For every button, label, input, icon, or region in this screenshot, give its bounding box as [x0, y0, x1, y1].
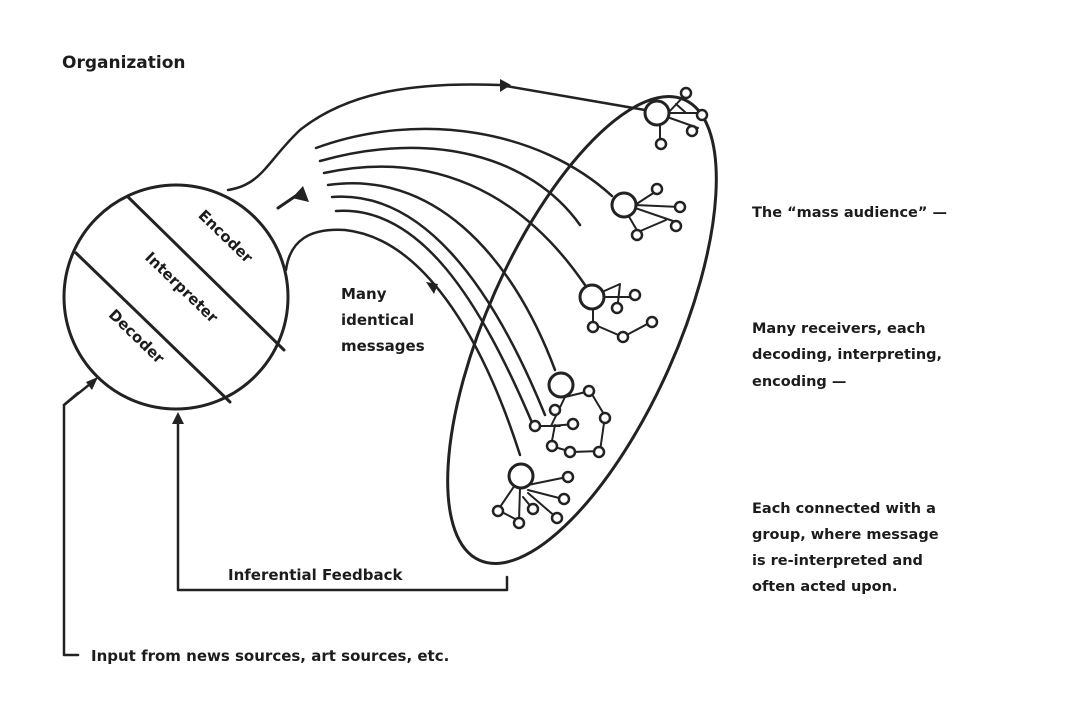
messages-label-line-1: Many — [341, 285, 387, 303]
groups-note-line-1: Each connected with a — [752, 501, 936, 517]
receiver-node — [507, 462, 535, 490]
group-member-node — [685, 124, 699, 138]
message-line — [326, 182, 557, 372]
arrowhead-icon — [172, 412, 184, 424]
group-member-node — [550, 511, 564, 525]
message-line — [322, 165, 587, 287]
group-member-node — [650, 182, 664, 196]
receivers-note-line-1: Many receivers, each — [752, 321, 926, 337]
arrowhead-icon — [292, 186, 309, 202]
message-line — [318, 146, 582, 227]
message-line — [334, 209, 535, 427]
bottom-message-path — [284, 228, 522, 457]
receiver-3 — [578, 283, 659, 344]
arrowhead-icon — [86, 377, 98, 390]
group-member-node — [654, 137, 668, 151]
receiver-node — [578, 283, 606, 311]
receivers-note-line-3: encoding — — [752, 374, 846, 390]
group-member-node — [628, 288, 642, 302]
messages-label-line-2: identical — [341, 311, 414, 329]
groups-note-line-4: often acted upon. — [752, 579, 897, 595]
group-member-node — [563, 445, 577, 459]
group-member-node — [545, 439, 559, 453]
interpreter-label: Interpreter — [141, 248, 222, 327]
group-member-node — [561, 470, 575, 484]
arrowhead-icon — [426, 282, 438, 294]
group-member-node — [557, 492, 571, 506]
receiver-node — [643, 99, 671, 127]
message-line — [314, 127, 614, 198]
group-member-node — [592, 445, 606, 459]
receiver-4 — [528, 371, 612, 459]
message-bundle — [314, 127, 614, 427]
groups-note-line-2: group, where message — [752, 527, 939, 543]
messages-label-line-3: messages — [341, 337, 425, 355]
top-message-path — [226, 83, 647, 192]
group-member-node — [695, 108, 709, 122]
group-member-node — [610, 301, 624, 315]
receiver-1 — [643, 86, 709, 151]
source-circle — [62, 183, 290, 411]
input-path — [62, 391, 80, 657]
encoder-label: Encoder — [195, 206, 257, 267]
diagram-title: Organization — [62, 53, 186, 73]
group-member-node — [586, 320, 600, 334]
group-member-node — [491, 504, 505, 518]
group-member-node — [630, 228, 644, 242]
group-member-node — [512, 516, 526, 530]
feedback-path — [176, 418, 509, 592]
receiver-node — [610, 191, 638, 219]
decoder-label: Decoder — [105, 306, 168, 368]
receiver-2 — [610, 182, 687, 242]
receivers-note-line-2: decoding, interpreting, — [752, 347, 942, 363]
group-member-node — [526, 502, 540, 516]
groups-note-line-3: is re-interpreted and — [752, 553, 923, 569]
group-member-node — [598, 411, 612, 425]
encoder-divider — [126, 195, 286, 352]
group-member-node — [528, 419, 542, 433]
group-member-node — [673, 200, 687, 214]
message-line — [330, 195, 547, 417]
mass-audience-ellipse — [446, 95, 718, 565]
mass-audience-note: The “mass audience” — — [752, 205, 947, 221]
group-member-node — [616, 330, 630, 344]
source-organization: Encoder Interpreter Decoder — [62, 183, 290, 411]
receiver-5 — [491, 462, 575, 530]
group-member-node — [669, 219, 683, 233]
group-member-node — [645, 315, 659, 329]
group-member-node — [548, 403, 562, 417]
input-label: Input from news sources, art sources, et… — [91, 647, 449, 665]
group-member-node — [679, 86, 693, 100]
group-member-node — [582, 384, 596, 398]
decoder-divider — [74, 251, 232, 404]
receiver-node — [547, 371, 575, 399]
feedback-label: Inferential Feedback — [228, 566, 403, 584]
arrowhead-icon — [500, 79, 511, 92]
group-member-node — [566, 417, 580, 431]
